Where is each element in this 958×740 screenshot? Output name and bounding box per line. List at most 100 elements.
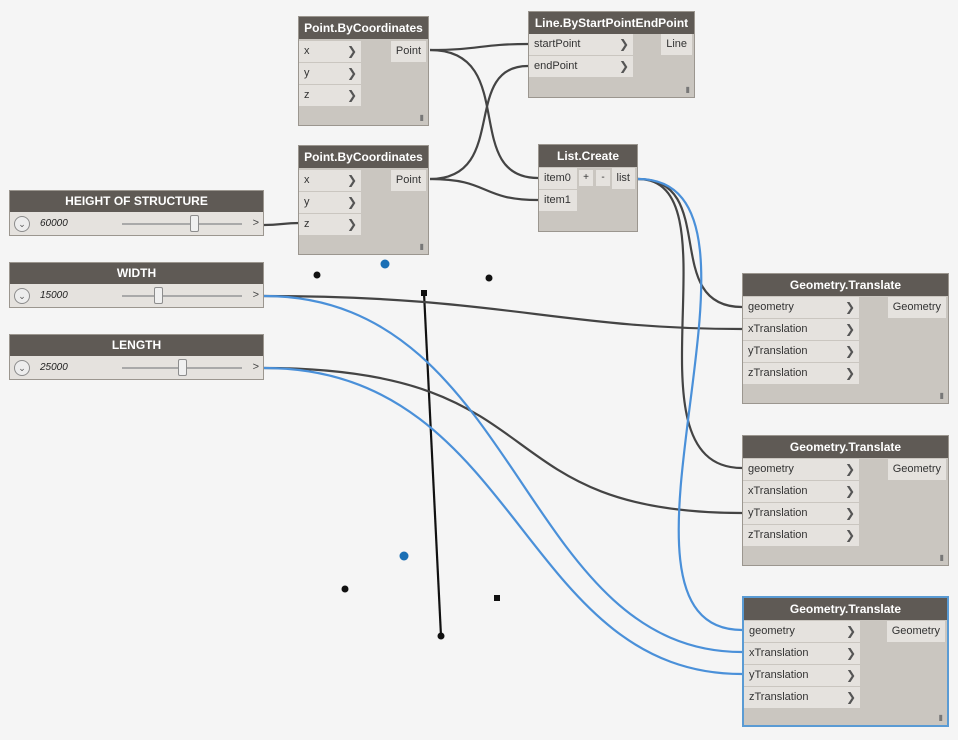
slider-track[interactable] [122, 223, 242, 225]
chevron-right-icon: ❯ [844, 366, 855, 380]
chevron-right-icon: ❯ [618, 37, 629, 51]
chevron-right-icon: ❯ [845, 646, 856, 660]
input-port-x[interactable]: x❯ [299, 170, 361, 191]
input-port-y[interactable]: y❯ [299, 63, 361, 84]
point-by-coordinates-node-2[interactable]: Point.ByCoordinates x❯ y❯ z❯ Point ▮ [298, 145, 429, 255]
output-port[interactable]: > [252, 217, 259, 229]
input-port-ytranslation[interactable]: yTranslation❯ [744, 665, 860, 686]
slider-thumb[interactable] [177, 359, 187, 376]
slider-body: ⌄ 60000 > [10, 212, 263, 235]
wire-list-geometry1 [637, 177, 743, 309]
port-label: x [304, 45, 310, 57]
output-port-line[interactable]: Line [661, 34, 692, 55]
input-port-item0[interactable]: item0 [539, 168, 577, 189]
chevron-down-icon[interactable]: ⌄ [14, 360, 30, 376]
wire-width-xtranslation [263, 294, 743, 331]
chevron-right-icon: ❯ [618, 59, 629, 73]
chevron-right-icon: ❯ [844, 528, 855, 542]
slider-value: 15000 [40, 290, 68, 301]
input-port-ytranslation[interactable]: yTranslation❯ [743, 341, 859, 362]
preview-line [422, 292, 443, 637]
input-port-z[interactable]: z❯ [299, 214, 361, 235]
output-port-geometry[interactable]: Geometry [887, 297, 946, 318]
input-port-geometry[interactable]: geometry❯ [743, 459, 859, 480]
node-title[interactable]: List.Create [539, 145, 637, 167]
preview-point-selected [380, 259, 390, 269]
point-by-coordinates-node-1[interactable]: Point.ByCoordinates x❯ y❯ z❯ Point ▮ [298, 16, 429, 126]
port-label: xTranslation [748, 323, 808, 335]
chevron-right-icon: ❯ [845, 690, 856, 704]
input-port-endpoint[interactable]: endPoint ❯ [529, 56, 633, 77]
node-title[interactable]: LENGTH [10, 335, 263, 356]
resize-grip-icon[interactable]: ▮ [939, 391, 944, 400]
list-create-node[interactable]: List.Create item0 item1 + - list [538, 144, 638, 232]
output-port[interactable]: > [252, 361, 259, 373]
port-label: item0 [544, 172, 571, 184]
port-label: y [304, 196, 310, 208]
port-label: item1 [544, 194, 571, 206]
port-label: xTranslation [749, 647, 809, 659]
input-port-xtranslation[interactable]: xTranslation❯ [743, 319, 859, 340]
width-slider-node[interactable]: WIDTH ⌄ 15000 > [9, 262, 264, 308]
input-port-xtranslation[interactable]: xTranslation❯ [743, 481, 859, 502]
resize-grip-icon[interactable]: ▮ [419, 113, 424, 122]
input-port-ztranslation[interactable]: zTranslation ❯ [744, 687, 860, 708]
port-label: endPoint [534, 60, 578, 72]
input-port-startpoint[interactable]: startPoint ❯ [529, 34, 633, 55]
input-port-geometry[interactable]: geometry❯ [743, 297, 859, 318]
line-by-start-point-end-point-node[interactable]: Line.ByStartPointEndPoint startPoint ❯ en… [528, 11, 695, 98]
node-title[interactable]: Point.ByCoordinates [299, 17, 428, 39]
port-label: yTranslation [748, 345, 808, 357]
output-port-point[interactable]: Point [390, 170, 426, 191]
input-port-y[interactable]: y❯ [299, 192, 361, 213]
node-title[interactable]: HEIGHT OF STRUCTURE [10, 191, 263, 212]
output-port-geometry[interactable]: Geometry [886, 621, 945, 642]
output-port[interactable]: > [252, 289, 259, 301]
input-port-xtranslation[interactable]: xTranslation ❯ [744, 643, 860, 664]
slider-thumb[interactable] [153, 287, 163, 304]
node-title[interactable]: WIDTH [10, 263, 263, 284]
wire-width-xtranslation3 [263, 294, 743, 654]
chevron-right-icon: ❯ [346, 217, 357, 231]
input-port-z[interactable]: z❯ [299, 85, 361, 106]
input-port-x[interactable]: x❯ [299, 41, 361, 62]
slider-thumb[interactable] [189, 215, 199, 232]
input-port-ztranslation[interactable]: zTranslation ❯ [743, 525, 859, 546]
slider-track[interactable] [122, 295, 242, 297]
preview-point-selected [399, 551, 409, 561]
input-port-ytranslation[interactable]: yTranslation❯ [743, 503, 859, 524]
port-label: zTranslation [749, 691, 809, 703]
node-title[interactable]: Geometry.Translate [744, 598, 947, 620]
output-port-list[interactable]: list [611, 168, 635, 189]
port-label: z [304, 218, 310, 230]
port-label: zTranslation [748, 529, 808, 541]
node-title[interactable]: Geometry.Translate [743, 436, 948, 458]
geometry-translate-node-2[interactable]: Geometry.Translate geometry❯ xTranslatio… [742, 435, 949, 566]
height-of-structure-slider-node[interactable]: HEIGHT OF STRUCTURE ⌄ 60000 > [9, 190, 264, 236]
resize-grip-icon[interactable]: ▮ [685, 85, 690, 94]
geometry-translate-node-1[interactable]: Geometry.Translate geometry❯ xTranslatio… [742, 273, 949, 404]
resize-grip-icon[interactable]: ▮ [419, 242, 424, 251]
output-port-geometry[interactable]: Geometry [887, 459, 946, 480]
chevron-right-icon: ❯ [844, 462, 855, 476]
chevron-right-icon: ❯ [346, 66, 357, 80]
resize-grip-icon[interactable]: ▮ [938, 713, 943, 722]
chevron-down-icon[interactable]: ⌄ [14, 216, 30, 232]
input-port-ztranslation[interactable]: zTranslation❯ [743, 363, 859, 384]
resize-grip-icon[interactable]: ▮ [939, 553, 944, 562]
chevron-right-icon: ❯ [346, 44, 357, 58]
port-label: startPoint [534, 38, 581, 50]
chevron-down-icon[interactable]: ⌄ [14, 288, 30, 304]
input-port-item1[interactable]: item1 [539, 190, 577, 211]
node-title[interactable]: Geometry.Translate [743, 274, 948, 296]
geometry-translate-node-3[interactable]: Geometry.Translate geometry❯ xTranslatio… [742, 596, 949, 727]
node-title[interactable]: Point.ByCoordinates [299, 146, 428, 168]
add-input-button[interactable]: + [579, 170, 593, 186]
output-port-point[interactable]: Point [390, 41, 426, 62]
node-title[interactable]: Line.ByStartPointEndPoint [529, 12, 694, 34]
wire-height-z [263, 221, 301, 227]
input-port-geometry[interactable]: geometry❯ [744, 621, 860, 642]
remove-input-button[interactable]: - [596, 170, 610, 186]
length-slider-node[interactable]: LENGTH ⌄ 25000 > [9, 334, 264, 380]
